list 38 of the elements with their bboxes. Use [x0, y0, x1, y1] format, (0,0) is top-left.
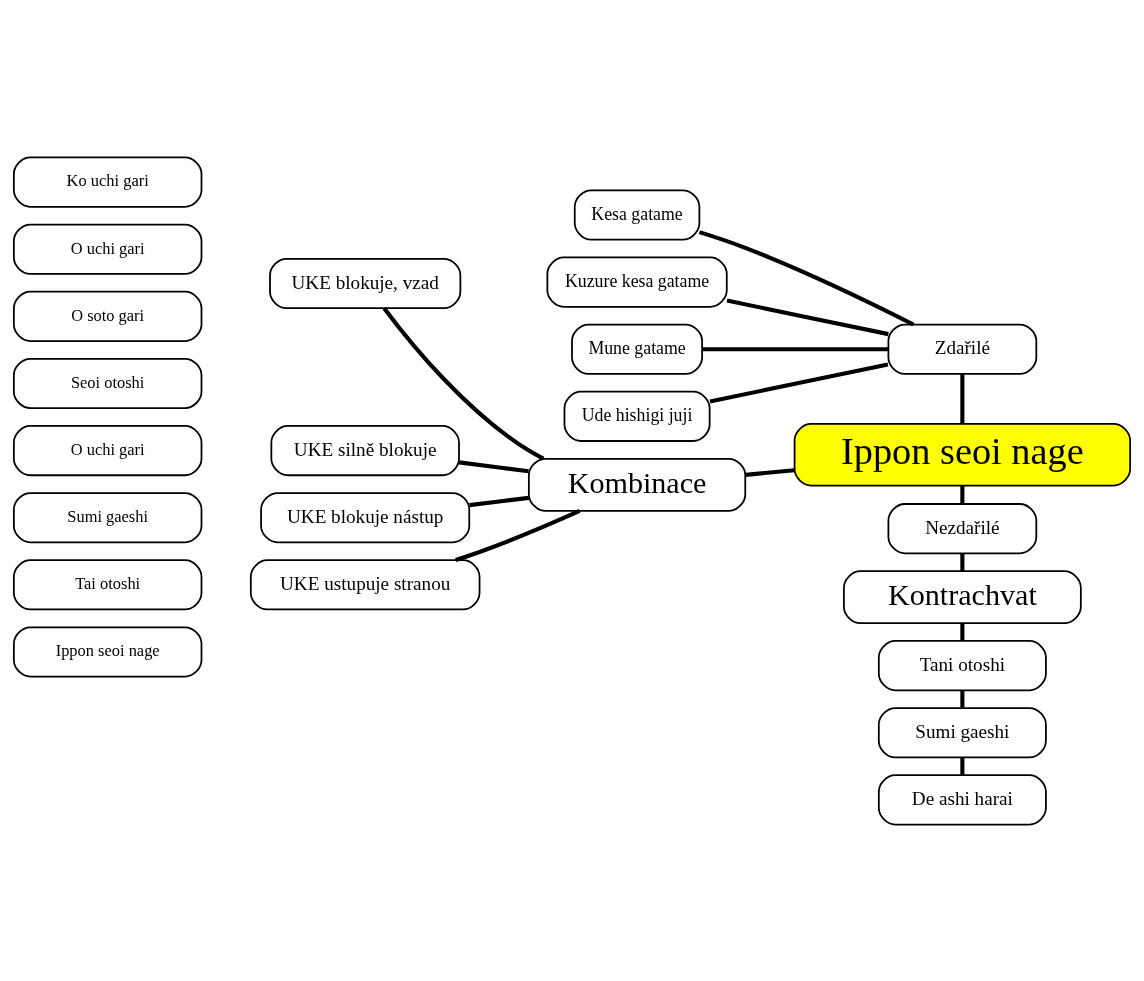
connector	[960, 373, 965, 424]
connector	[458, 459, 529, 473]
node-box: Mune gatame	[571, 323, 703, 375]
node-box: Kuzure kesa gatame	[546, 256, 728, 308]
connector	[960, 485, 965, 504]
node-box: UKE silně blokuje	[270, 424, 460, 476]
node-box: Ippon seoi nage	[793, 422, 1132, 486]
node-box: Ude hishigi juji	[563, 390, 711, 442]
connector	[960, 623, 965, 640]
node-box: UKE blokuje nástup	[260, 491, 471, 543]
node-box: O soto gari	[12, 290, 203, 342]
node-box: UKE ustupuje stranou	[249, 558, 481, 610]
node-box: UKE blokuje, vzad	[269, 257, 462, 309]
connector	[726, 298, 889, 336]
node-box: Ippon seoi nage	[12, 625, 203, 677]
connector	[960, 553, 965, 571]
connector	[960, 690, 965, 708]
node-box: Tani otoshi	[877, 639, 1047, 691]
connector	[698, 229, 915, 326]
connector	[702, 346, 889, 351]
node-box: O uchi gari	[12, 223, 203, 275]
connector	[469, 495, 530, 507]
connector	[745, 467, 795, 477]
node-box: Kontrachvat	[843, 569, 1082, 624]
node-box: De ashi harai	[877, 773, 1047, 825]
node-box: O uchi gari	[12, 424, 203, 476]
connector	[709, 361, 889, 403]
node-box: Kombinace	[527, 457, 747, 512]
connector	[960, 757, 965, 775]
node-box: Tai otoshi	[12, 558, 203, 610]
node-box: Seoi otoshi	[12, 357, 203, 409]
node-box: Zdařilé	[887, 323, 1038, 375]
node-box: Sumi gaeshi	[877, 706, 1047, 758]
node-box: Kesa gatame	[573, 188, 701, 241]
node-box: Sumi gaeshi	[12, 491, 203, 543]
connector	[382, 306, 545, 460]
node-box: Nezdařilé	[887, 502, 1038, 554]
node-box: Ko uchi gari	[12, 156, 203, 208]
